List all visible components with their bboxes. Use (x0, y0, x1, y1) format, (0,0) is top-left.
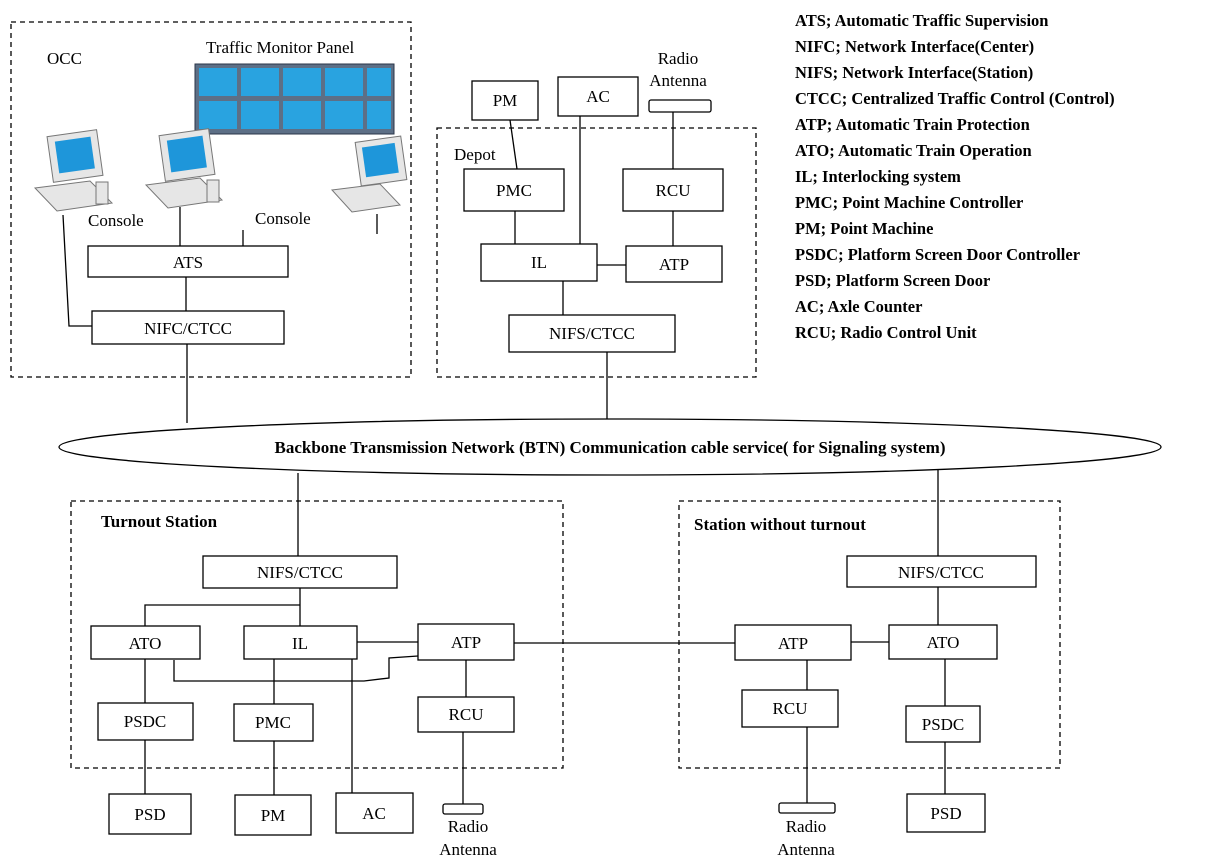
depot-antenna-label: Antenna (649, 71, 707, 90)
turnout-station-title: Turnout Station (101, 512, 218, 531)
turnout-antenna-icon (443, 804, 483, 814)
turnout-il-label: IL (292, 634, 308, 653)
depot-zone: Depot PM AC Radio Antenna PMC RCU IL ATP… (437, 49, 756, 377)
legend-item: PSD; Platform Screen Door (795, 271, 990, 290)
noturnout-antenna-label: Antenna (777, 840, 835, 859)
noturnout-antenna-icon (779, 803, 835, 813)
workstation-computer-icon (146, 129, 222, 208)
noturnout-radio-label: Radio (786, 817, 827, 836)
turnout-nifs-label: NIFS/CTCC (257, 563, 343, 582)
legend: ATS; Automatic Traffic Supervision NIFC;… (795, 11, 1115, 342)
turnout-station-zone: Turnout Station NIFS/CTCC ATO IL ATP PSD… (71, 501, 563, 804)
occ-nifc-label: NIFC/CTCC (144, 319, 232, 338)
turnout-rcu-label: RCU (449, 705, 484, 724)
noturnout-nifs-label: NIFS/CTCC (898, 563, 984, 582)
traffic-monitor-panel-label: Traffic Monitor Panel (206, 38, 355, 57)
legend-item: PM; Point Machine (795, 219, 933, 238)
noturnout-psdc-label: PSDC (922, 715, 965, 734)
legend-item: AC; Axle Counter (795, 297, 922, 316)
turnout-antenna-label: Antenna (439, 840, 497, 859)
station-without-turnout-title: Station without turnout (694, 515, 866, 534)
occ-ats-label: ATS (173, 253, 203, 272)
depot-antenna-icon (649, 100, 711, 112)
occ-title: OCC (47, 49, 82, 68)
legend-item: ATS; Automatic Traffic Supervision (795, 11, 1048, 30)
legend-item: NIFS; Network Interface(Station) (795, 63, 1033, 82)
depot-radio-label: Radio (658, 49, 699, 68)
turnout-psdc-label: PSDC (124, 712, 167, 731)
workstation-computer-icon (35, 130, 112, 211)
legend-item: IL; Interlocking system (795, 167, 961, 186)
legend-item: NIFC; Network Interface(Center) (795, 37, 1034, 56)
station-without-turnout-zone: Station without turnout NIFS/CTCC ATP AT… (679, 501, 1060, 803)
turnout-ato-label: ATO (129, 634, 162, 653)
occ-zone: OCC Traffic Monitor Panel (11, 22, 411, 377)
legend-item: RCU; Radio Control Unit (795, 323, 977, 342)
turnout-psd-label: PSD (134, 805, 165, 824)
noturnout-ato-label: ATO (927, 633, 960, 652)
traffic-monitor-panel-icon (195, 64, 394, 134)
legend-item: ATO; Automatic Train Operation (795, 141, 1032, 160)
console-label-left: Console (88, 211, 144, 230)
legend-item: ATP; Automatic Train Protection (795, 115, 1030, 134)
legend-item: CTCC; Centralized Traffic Control (Contr… (795, 89, 1115, 108)
depot-il-label: IL (531, 253, 547, 272)
legend-item: PSDC; Platform Screen Door Controller (795, 245, 1080, 264)
depot-pmc-label: PMC (496, 181, 532, 200)
link-nifs-ato (145, 605, 300, 626)
noturnout-psd-label: PSD (930, 804, 961, 823)
legend-item: PMC; Point Machine Controller (795, 193, 1023, 212)
depot-nifs-label: NIFS/CTCC (549, 324, 635, 343)
turnout-pmc-label: PMC (255, 713, 291, 732)
workstation-computer-icon (332, 136, 407, 212)
depot-ac-label: AC (586, 87, 610, 106)
turnout-radio-label: Radio (448, 817, 489, 836)
noturnout-rcu-label: RCU (773, 699, 808, 718)
depot-rcu-label: RCU (656, 181, 691, 200)
turnout-pm-label: PM (261, 806, 286, 825)
depot-title: Depot (454, 145, 496, 164)
depot-atp-label: ATP (659, 255, 689, 274)
turnout-ac-label: AC (362, 804, 386, 823)
noturnout-atp-label: ATP (778, 634, 808, 653)
depot-pm-label: PM (493, 91, 518, 110)
console-label-right: Console (255, 209, 311, 228)
link-ato-atp (174, 656, 418, 681)
turnout-atp-label: ATP (451, 633, 481, 652)
btn-backbone-label: Backbone Transmission Network (BTN) Comm… (274, 438, 945, 457)
